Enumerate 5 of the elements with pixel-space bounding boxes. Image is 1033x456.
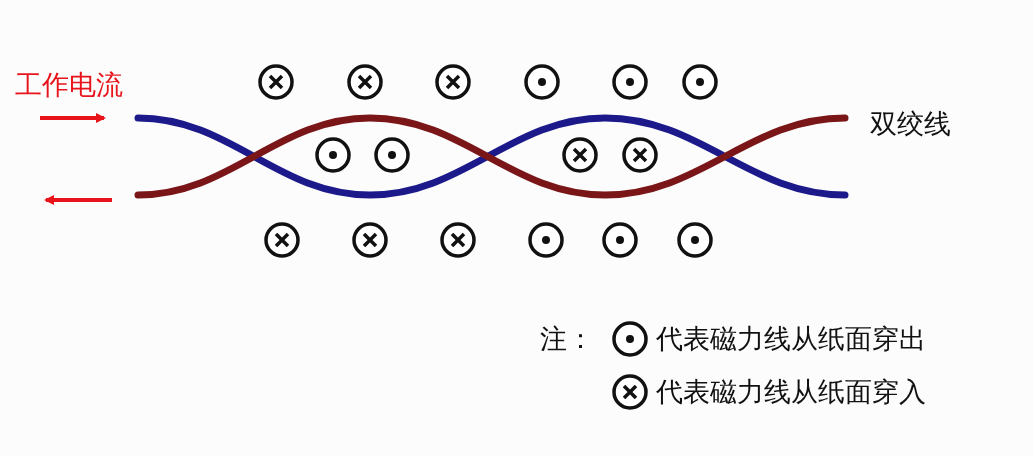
legend-text: 代表磁力线从纸面穿出 (656, 322, 926, 356)
note-label: 注： (540, 322, 594, 356)
wire-label: 双绞线 (870, 107, 951, 141)
current-label: 工作电流 (15, 68, 123, 102)
legend-text: 代表磁力线从纸面穿入 (656, 375, 926, 409)
